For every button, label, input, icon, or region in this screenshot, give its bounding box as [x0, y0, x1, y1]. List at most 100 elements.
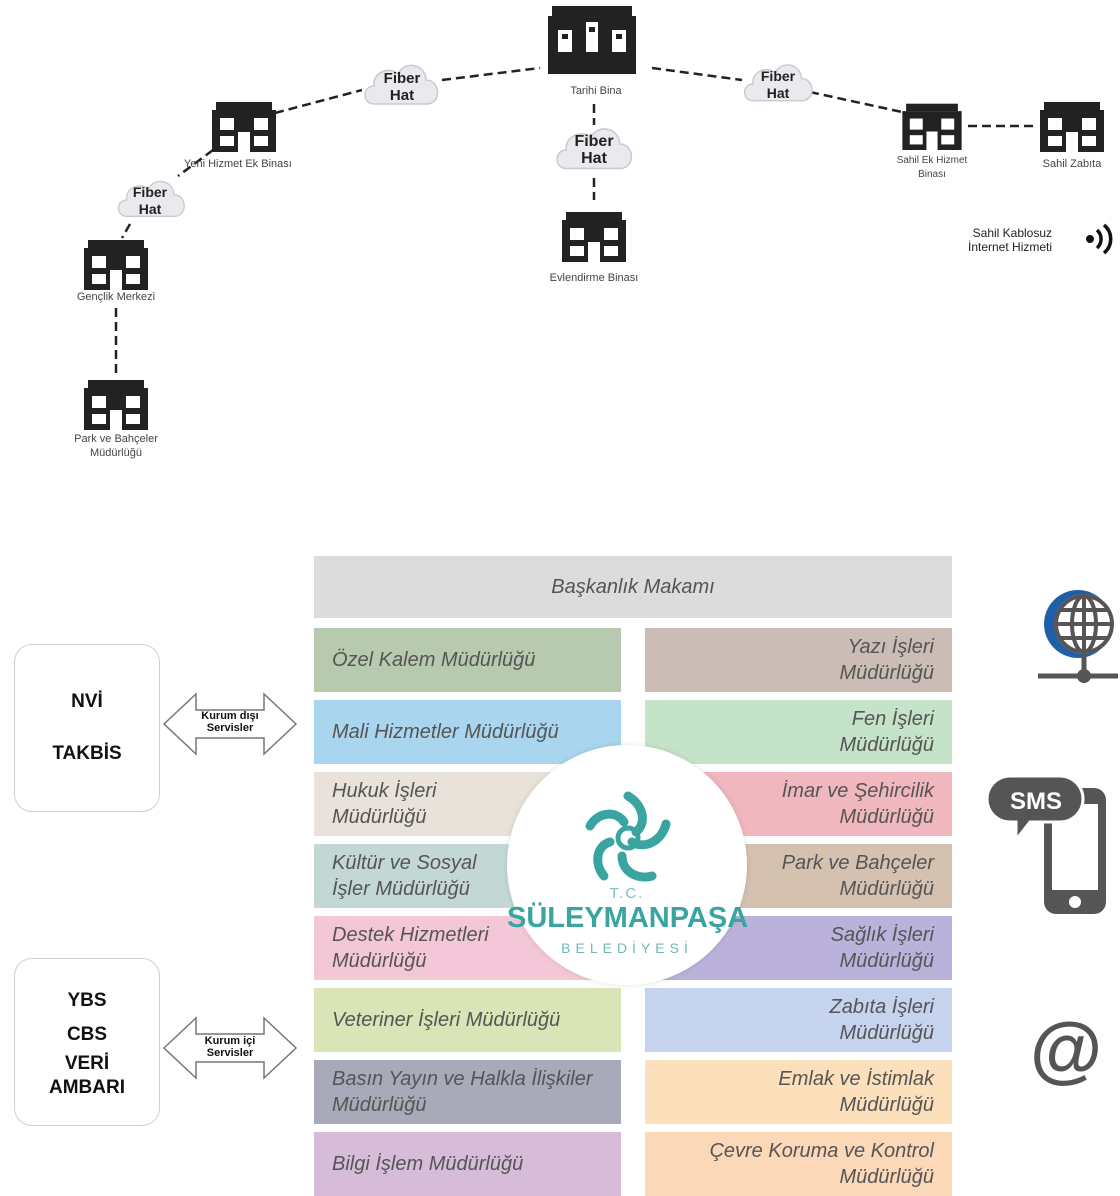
org-item-line2: İşler Müdürlüğü	[332, 878, 470, 900]
arrow-ext-l1: Kurum dışı	[201, 710, 259, 722]
cloud-icon-1	[364, 64, 439, 105]
wireless-l2: İnternet Hizmeti	[968, 240, 1053, 254]
arrow-label-external: Kurum dışı Servisler	[190, 710, 270, 734]
org-left-item-0: Özel Kalem Müdürlüğü	[314, 628, 621, 692]
org-item-line1: Fen İşleri	[851, 708, 934, 730]
org-item-line2: Müdürlüğü	[839, 1094, 934, 1116]
double-arrow-internal	[162, 1016, 298, 1080]
building-icon-sahil-zabita	[1040, 102, 1104, 152]
cloud-label-4: Fiber Hat	[120, 184, 180, 218]
internal-systems-panel: YBS CBS VERİ AMBARI	[14, 958, 160, 1126]
org-item-line2: Müdürlüğü	[332, 806, 427, 828]
org-left-item-1: Mali Hizmetler Müdürlüğü	[314, 700, 621, 764]
org-top-baskanlik: Başkanlık Makamı	[314, 556, 952, 618]
cloud-4-l1: Fiber	[132, 184, 168, 200]
building-label-tarihi: Tarihi Bina	[570, 85, 622, 97]
cloud-2-l2: Hat	[766, 85, 790, 101]
internal-item-ybs: YBS	[67, 990, 107, 1011]
building-label-park-l2: Müdürlüğü	[90, 447, 142, 459]
building-icon-evlendirme	[562, 212, 626, 262]
wireless-label: Sahil Kablosuz İnternet Hizmeti	[968, 226, 1052, 254]
building-label-sahil-ek-l1: Sahil Ek Hizmet	[896, 155, 968, 166]
org-item-line2: Müdürlüğü	[839, 1022, 934, 1044]
building-icon-yeni-hizmet	[212, 102, 276, 152]
arrow-ext-l2: Servisler	[206, 722, 254, 734]
sms-label: SMS	[1009, 788, 1062, 815]
org-item-line1: Destek Hizmetleri	[332, 924, 489, 946]
org-left-item-7: Bilgi İşlem Müdürlüğü	[314, 1132, 621, 1196]
org-item-line1: Veteriner İşleri Müdürlüğü	[332, 1009, 561, 1031]
org-item-line1: Hukuk İşleri	[332, 780, 437, 802]
building-icon-sahil-ek	[902, 103, 962, 150]
cloud-label-2: Fiber Hat	[748, 68, 808, 102]
wireless-l1: Sahil Kablosuz	[972, 226, 1053, 240]
building-icon-park	[84, 380, 148, 430]
org-item-line2: Müdürlüğü	[839, 878, 934, 900]
cloud-3-l2: Hat	[581, 150, 607, 167]
logo-tc: T.C.	[609, 885, 645, 902]
cloud-label-1: Fiber Hat	[372, 70, 432, 104]
cloud-2-l1: Fiber	[760, 68, 796, 84]
cloud-icon-4	[117, 180, 185, 217]
cloud-icon-2	[743, 64, 813, 102]
org-item-line2: Müdürlüğü	[839, 662, 934, 684]
org-item-line2: Müdürlüğü	[839, 950, 934, 972]
network-connections	[114, 66, 1036, 374]
external-item-nvi: NVİ	[71, 691, 103, 712]
org-item-line2: Müdürlüğü	[839, 806, 934, 828]
double-arrow-external	[162, 692, 298, 756]
external-item-takbis: TAKBİS	[52, 743, 122, 764]
org-item-line2: Müdürlüğü	[332, 950, 427, 972]
org-item-line1: Bilgi İşlem Müdürlüğü	[332, 1153, 524, 1175]
building-label-park: Park ve Bahçeler Müdürlüğü	[66, 432, 166, 460]
building-label-sahil-ek: Sahil Ek Hizmet Binası	[882, 154, 982, 182]
building-label-sahil-zabita: Sahil Zabıta	[1042, 158, 1102, 170]
wifi-icon	[1086, 223, 1113, 255]
org-item-line1: İmar ve Şehircilik	[781, 780, 934, 802]
building-label-yeni-hizmet: Yeni Hizmet Ek Binası	[184, 158, 292, 170]
org-item-line1: Basın Yayın ve Halkla İlişkiler	[332, 1068, 593, 1090]
suleymanpasa-logo-emblem	[585, 791, 671, 882]
globe-icon	[1038, 590, 1118, 683]
cloud-icon-3	[556, 128, 633, 170]
org-item-line2: Müdürlüğü	[839, 734, 934, 756]
logo-sub: BELEDİYESİ	[561, 940, 693, 956]
cloud-label-3: Fiber Hat	[564, 133, 624, 167]
historic-building-icon	[548, 6, 636, 74]
at-icon: @	[1030, 1007, 1103, 1090]
org-left-item-5: Veteriner İşleri Müdürlüğü	[314, 988, 621, 1052]
org-item-line1: Kültür ve Sosyal	[332, 852, 477, 874]
org-item-line1: Park ve Bahçeler	[781, 852, 934, 874]
org-item-line1: Mali Hizmetler Müdürlüğü	[332, 721, 559, 743]
org-top-label: Başkanlık Makamı	[551, 576, 715, 598]
arrow-int-l1: Kurum içi	[204, 1035, 256, 1047]
org-item-line1: Zabıta İşleri	[829, 996, 934, 1018]
org-item-line1: Yazı İşleri	[847, 636, 934, 658]
building-label-park-l1: Park ve Bahçeler	[74, 433, 158, 445]
internal-item-cbs: CBS	[66, 1024, 108, 1045]
cloud-1-l1: Fiber	[383, 70, 421, 87]
sms-bubble-icon	[986, 774, 1085, 845]
building-label-genclik: Gençlik Merkezi	[76, 291, 156, 303]
arrow-label-internal: Kurum içi Servisler	[190, 1035, 270, 1059]
building-label-sahil-ek-l2: Binası	[918, 169, 946, 180]
org-item-line2: Müdürlüğü	[839, 1166, 934, 1188]
building-label-evlendirme: Evlendirme Binası	[549, 272, 639, 284]
arrow-int-l2: Servisler	[206, 1047, 254, 1059]
org-item-line1: Çevre Koruma ve Kontrol	[709, 1140, 934, 1162]
internal-item-veri: VERİ	[64, 1053, 110, 1074]
external-systems-panel: NVİ TAKBİS	[14, 644, 160, 812]
logo-name: SÜLEYMANPAŞA	[507, 902, 749, 934]
cloud-1-l2: Hat	[389, 87, 415, 104]
building-icon-genclik	[84, 240, 148, 290]
internal-item-ambari: AMBARI	[49, 1077, 125, 1098]
cloud-3-l1: Fiber	[574, 133, 614, 150]
org-item-line1: Özel Kalem Müdürlüğü	[332, 649, 536, 671]
org-item-line1: Sağlık İşleri	[830, 924, 934, 946]
cloud-4-l2: Hat	[138, 201, 162, 217]
